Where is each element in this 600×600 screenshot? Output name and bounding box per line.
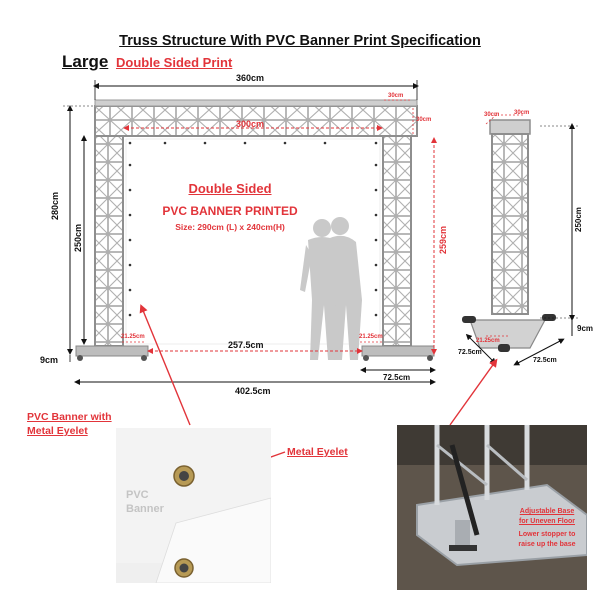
size-label: Large bbox=[62, 52, 109, 71]
dim-height-total: 280cm bbox=[50, 191, 60, 220]
dim-margin-left: 21.25cm bbox=[121, 334, 145, 340]
base-note-line1: Lower stopper to bbox=[518, 531, 576, 538]
base-note-line2: raise up the base bbox=[518, 541, 576, 548]
tower-base-a: 72.5cm bbox=[458, 349, 482, 356]
pvc-callout: PVC Banner with Metal Eyelet bbox=[27, 410, 112, 438]
tower-base-height: 9cm bbox=[577, 324, 594, 333]
dim-module-top: 30cm bbox=[388, 93, 404, 99]
base-callout: Adjustable Base for Uneven Floor Lower s… bbox=[502, 507, 592, 550]
metal-eyelet-callout: Metal Eyelet bbox=[287, 446, 348, 458]
banner-size: Size: 290cm (L) x 240cm(H) bbox=[175, 222, 285, 232]
tower-top-b: 30cm bbox=[514, 110, 530, 116]
dim-width-top: 360cm bbox=[236, 73, 265, 83]
pvc-callout-line1: PVC Banner with bbox=[27, 411, 112, 423]
dim-inner-top: 300cm bbox=[236, 119, 265, 129]
photo-label-line2: Banner bbox=[126, 503, 164, 515]
adjustable-base-photo bbox=[397, 425, 587, 590]
base-title-line2: for Uneven Floor bbox=[518, 518, 575, 525]
tower-height: 250cm bbox=[574, 207, 583, 232]
base-callout-arrow bbox=[449, 358, 498, 426]
dim-module-side: 30cm bbox=[416, 117, 432, 123]
top-truss bbox=[94, 99, 418, 137]
base-title-line1: Adjustable Base bbox=[519, 508, 575, 515]
print-type-label: Double Sided Print bbox=[116, 55, 233, 70]
dim-inner-bottom: 257.5cm bbox=[228, 340, 264, 350]
right-truss-column bbox=[382, 135, 412, 347]
dim-banner-height: 259cm bbox=[438, 225, 448, 254]
banner-eyelets bbox=[128, 141, 378, 317]
person-silhouette bbox=[300, 217, 362, 360]
photo-label: PVC Banner bbox=[126, 488, 164, 516]
banner-subheading: PVC BANNER PRINTED bbox=[162, 204, 298, 218]
dim-base-height: 9cm bbox=[40, 355, 59, 365]
dim-overall-width: 402.5cm bbox=[235, 386, 271, 396]
tower-side-view bbox=[462, 114, 580, 366]
left-base-plate bbox=[75, 345, 149, 357]
tower-base-b: 72.5cm bbox=[533, 357, 557, 364]
banner-heading: Double Sided bbox=[188, 181, 272, 196]
pvc-callout-arrow bbox=[139, 304, 191, 426]
pvc-banner-photo: PVC Banner bbox=[116, 428, 271, 583]
dim-margin-right: 21.25cm bbox=[359, 334, 383, 340]
dim-height-inner: 250cm bbox=[73, 223, 83, 252]
page-title: Truss Structure With PVC Banner Print Sp… bbox=[119, 33, 481, 49]
right-base-plate bbox=[361, 345, 435, 357]
tower-base-inner: 21.25cm bbox=[476, 338, 500, 344]
dim-base-width: 72.5cm bbox=[383, 373, 411, 382]
tower-top-a: 30cm bbox=[484, 112, 500, 118]
photo-label-line1: PVC bbox=[126, 489, 149, 501]
pvc-callout-line2: Metal Eyelet bbox=[27, 425, 88, 437]
left-truss-column bbox=[94, 135, 124, 347]
